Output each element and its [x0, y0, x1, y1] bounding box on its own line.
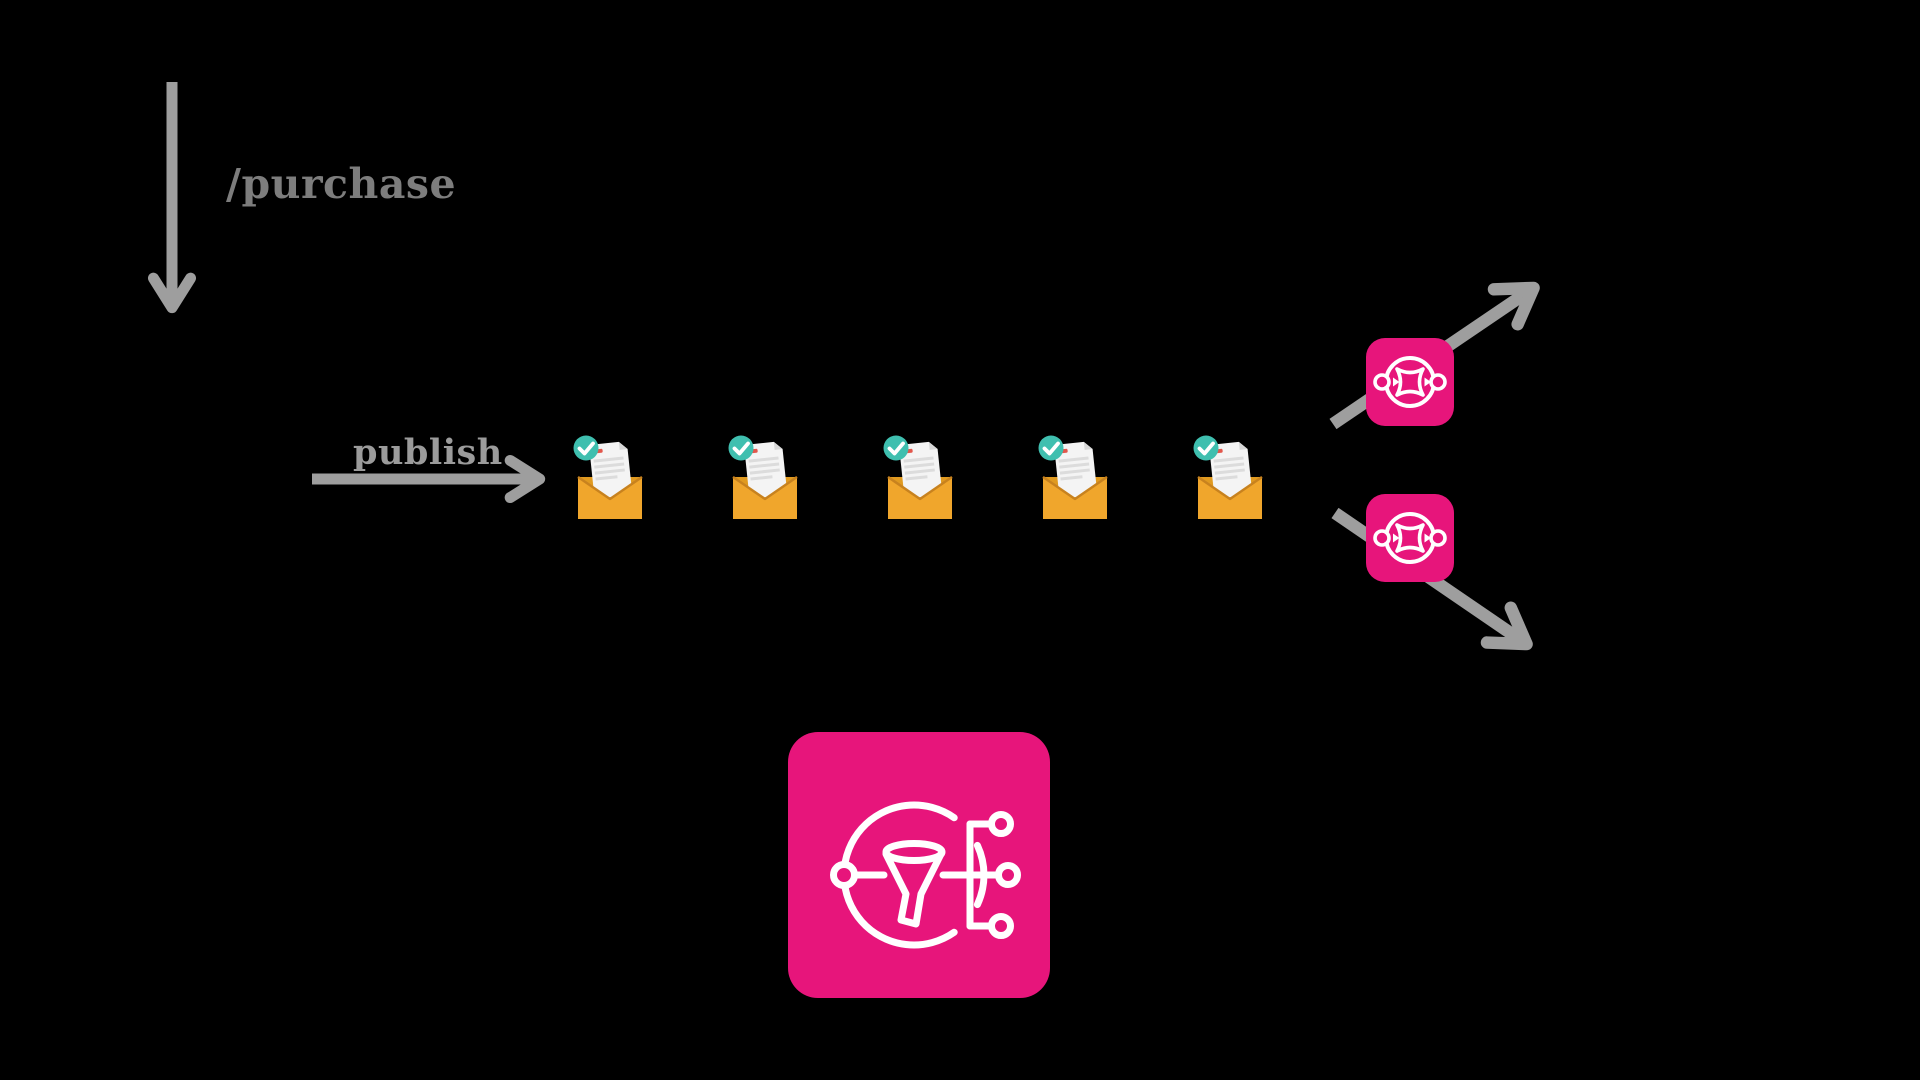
document-paper: [588, 441, 633, 499]
check-badge-icon: [728, 435, 754, 461]
purchase-route-label: /purchase: [226, 160, 457, 208]
approved-email-envelope-icon: [1038, 435, 1108, 519]
approved-email-envelope-icon: [573, 435, 643, 519]
eventbridge-rule-top-icon: [1366, 338, 1454, 426]
approved-email-envelope-icon: [883, 435, 953, 519]
check-badge-icon: [883, 435, 909, 461]
approved-email-envelope-icon: [1193, 435, 1263, 519]
eventbridge-service-icon: [788, 732, 1050, 998]
publish-label: publish: [353, 432, 503, 473]
order-service-icon: [70, 404, 300, 589]
document-paper: [743, 441, 788, 499]
check-badge-icon: [573, 435, 599, 461]
check-badge-icon: [1193, 435, 1219, 461]
target-service-icon: [1580, 150, 1825, 255]
approved-email-envelope-icon: [728, 435, 798, 519]
check-badge-icon: [1038, 435, 1064, 461]
eventbridge-rule-bottom-icon: [1366, 494, 1454, 582]
event-message-row: [570, 433, 1270, 521]
